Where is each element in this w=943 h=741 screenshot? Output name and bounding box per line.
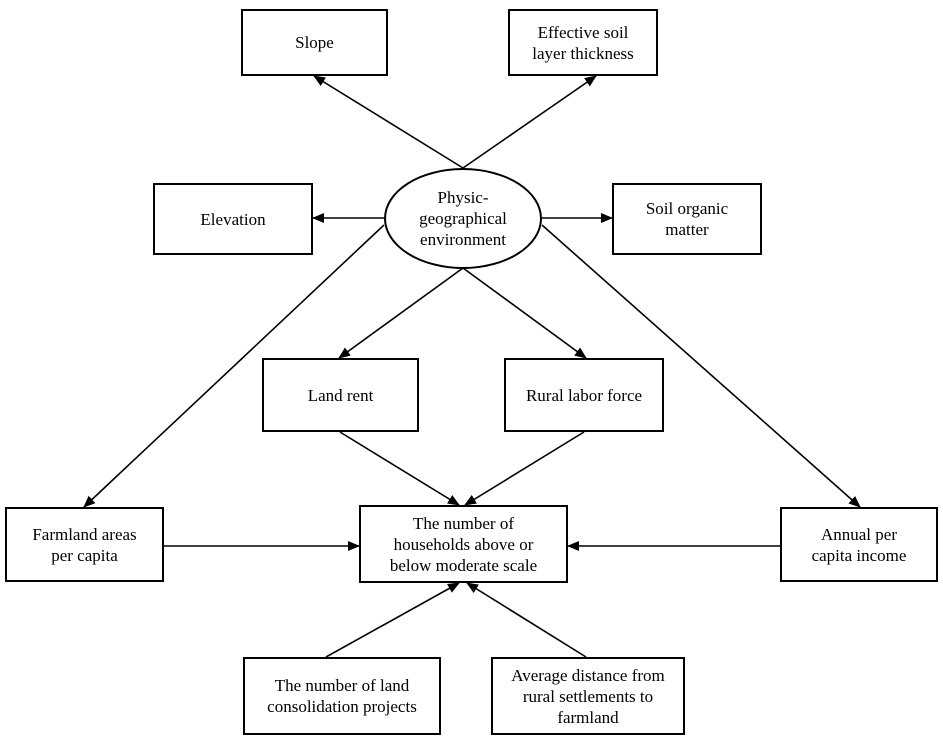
node-physic-geographical-environment: Physic-geographical environment — [384, 168, 542, 269]
node-slope-label: Slope — [295, 33, 334, 52]
node-elevation: Elevation — [153, 183, 313, 255]
node-farmland-areas-per-capita-label: Farmland areas per capita — [32, 524, 137, 565]
node-physic-geographical-environment-label: Physic-geographical environment — [419, 188, 507, 249]
node-effective-soil-layer-thickness: Effective soil layer thickness — [508, 9, 658, 76]
node-annual-per-capita-income-label: Annual per capita income — [811, 524, 907, 565]
arrow-env-to-soil-thickness — [462, 75, 597, 169]
node-land-rent: Land rent — [262, 358, 419, 432]
arrow-env-to-slope — [313, 75, 464, 169]
node-rural-labor-force: Rural labor force — [504, 358, 664, 432]
node-slope: Slope — [241, 9, 388, 76]
node-soil-organic-matter: Soil organic matter — [612, 183, 762, 255]
arrow-land-rent-to-households — [339, 431, 460, 506]
node-rural-labor-force-label: Rural labor force — [525, 385, 643, 405]
node-households-moderate-scale-label: The number of households above or below … — [389, 513, 538, 575]
node-soil-organic-matter-label: Soil organic matter — [645, 199, 729, 239]
arrow-env-to-farmland — [83, 224, 385, 508]
arrow-env-to-land-rent — [338, 267, 464, 359]
node-effective-soil-layer-thickness-label: Effective soil layer thickness — [532, 22, 634, 63]
node-average-distance-to-farmland-label: Average distance from rural settlements … — [511, 665, 665, 727]
arrow-consolidation-to-households — [325, 582, 460, 658]
node-average-distance-to-farmland: Average distance from rural settlements … — [491, 657, 685, 735]
node-farmland-areas-per-capita: Farmland areas per capita — [5, 507, 164, 582]
arrow-env-to-income — [541, 224, 861, 508]
arrow-labor-force-to-households — [464, 431, 585, 506]
node-annual-per-capita-income: Annual per capita income — [780, 507, 938, 582]
arrow-distance-to-households — [466, 582, 587, 658]
node-households-moderate-scale: The number of households above or below … — [359, 505, 568, 583]
node-land-rent-label: Land rent — [307, 385, 374, 405]
node-land-consolidation-projects: The number of land consolidation project… — [243, 657, 441, 735]
arrow-env-to-labor-force — [462, 267, 587, 359]
node-elevation-label: Elevation — [200, 209, 266, 229]
node-land-consolidation-projects-label: The number of land consolidation project… — [267, 676, 417, 716]
